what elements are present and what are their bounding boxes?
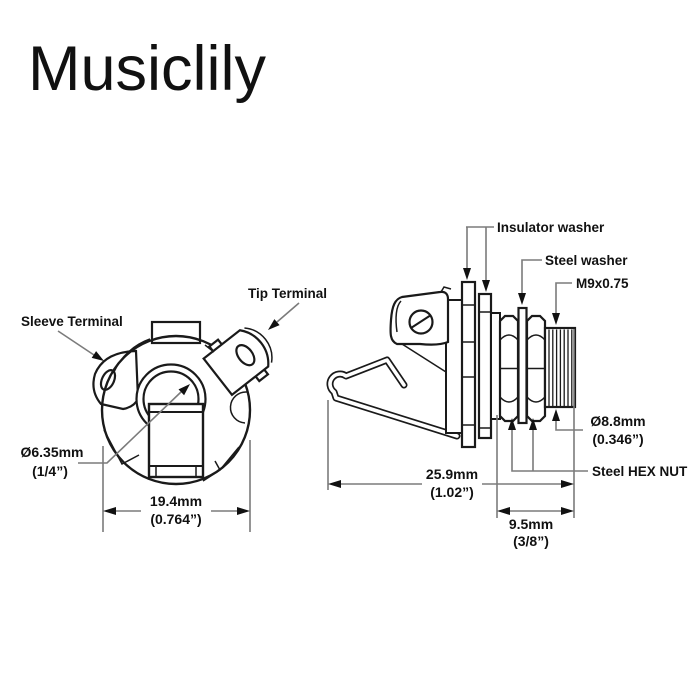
tip-terminal-hole <box>235 344 256 367</box>
tip-terminal-label: Tip Terminal <box>248 286 327 301</box>
tip-terminal-body <box>202 329 270 397</box>
thread-diameter-inches-text: (0.346”) <box>592 431 643 447</box>
bushing-collar <box>490 312 501 420</box>
sleeve-terminal-label: Sleeve Terminal <box>21 314 123 329</box>
brand-logo: Musiclily <box>28 34 267 104</box>
hex-nut-1 <box>498 314 520 423</box>
insulator-washer-2 <box>477 292 493 440</box>
front-width-dimension: 19.4mm (0.764”) <box>102 440 251 532</box>
hex-nut-leader <box>511 430 588 472</box>
thread-spec-label: M9x0.75 <box>576 276 629 291</box>
frame-diagonal <box>401 343 447 373</box>
body-contour-line <box>204 344 215 353</box>
front-view: Sleeve Terminal Tip Terminal Ø6.35mm (1/… <box>20 286 327 532</box>
insulator-washer-1 <box>460 280 477 449</box>
steel-washer-arrowhead <box>518 293 526 305</box>
tip-terminal-arrowhead <box>268 319 280 330</box>
front-top-tab <box>150 320 202 345</box>
tip-terminal-plate <box>202 327 273 397</box>
overall-length-dimension: 25.9mm (1.02”) <box>327 329 575 518</box>
thread-diameter-arrowhead <box>552 409 560 421</box>
bushing-length-inches-text: (3/8”) <box>513 533 549 549</box>
body-contour-cut-left <box>103 429 140 466</box>
thread-diameter-leader <box>555 421 583 431</box>
hex-nut-label: Steel HEX NUT <box>592 464 688 479</box>
bore-diameter-leader <box>78 391 182 464</box>
insulator-washer-leader <box>466 226 494 280</box>
tip-terminal-leader <box>276 302 300 323</box>
jack-body-circle <box>100 334 252 486</box>
bore-diameter-arrowhead <box>178 384 190 396</box>
bore-diameter-inches-text: (1/4”) <box>32 463 68 479</box>
overall-length-text: 25.9mm <box>426 466 478 482</box>
hex-nut-arrowhead-2 <box>529 418 537 430</box>
steel-washer-leader <box>521 259 542 293</box>
insulator-washer-arrowhead-1 <box>463 268 471 280</box>
steel-washer-label: Steel washer <box>545 253 628 268</box>
bushing-length-dimension: 9.5mm (3/8”) <box>496 415 574 549</box>
tip-terminal-edge-line <box>244 327 273 363</box>
front-width-inches-text: (0.764”) <box>150 511 201 527</box>
insulator-washer-arrowhead-2 <box>482 280 490 292</box>
bushing-length-text: 9.5mm <box>509 516 553 532</box>
hex-nut-2 <box>525 314 547 423</box>
hex-nut-arrowhead-1 <box>508 418 516 430</box>
thread-diameter-text: Ø8.8mm <box>590 413 645 429</box>
tip-spring-wire <box>326 356 461 440</box>
front-spring-block <box>147 402 205 479</box>
overall-length-inches-text: (1.02”) <box>430 484 474 500</box>
body-contour-notch <box>229 391 248 424</box>
thread-spec-arrowhead <box>552 313 560 325</box>
steel-washer <box>517 306 528 425</box>
insulator-washer-label: Insulator washer <box>497 220 605 235</box>
body-contour-arc <box>113 338 151 373</box>
sleeve-terminal-leader <box>57 330 95 356</box>
front-width-text: 19.4mm <box>150 493 202 509</box>
threaded-bushing <box>543 326 577 409</box>
rivet-slot <box>410 314 432 329</box>
body-contour-cut-right <box>202 446 240 482</box>
thread-spec-leader <box>555 282 572 313</box>
sleeve-bracket <box>389 286 452 346</box>
bore-diameter-text: Ø6.35mm <box>20 444 83 460</box>
sleeve-terminal-arrowhead <box>91 351 104 361</box>
side-view: Insulator washer Steel washer M9x0.75 Ø8… <box>326 220 688 549</box>
